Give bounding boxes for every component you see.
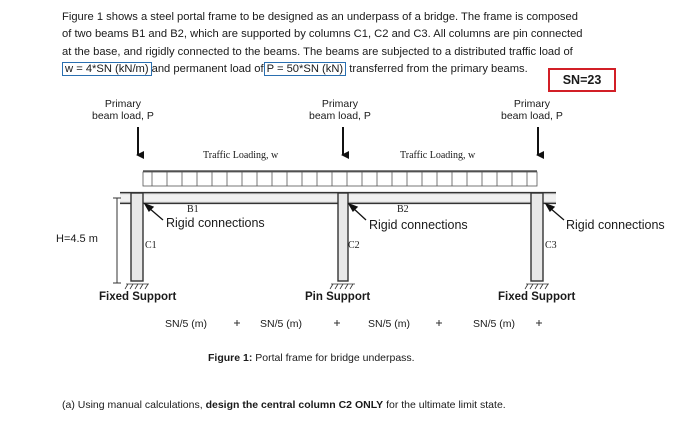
span-label-3: SN/5 (m) xyxy=(368,318,410,330)
column-c3 xyxy=(530,192,544,282)
support-label-left: Fixed Support xyxy=(99,291,177,303)
support-label-center: Pin Support xyxy=(305,291,371,303)
column-label-c2: C2 xyxy=(348,240,360,251)
primary-label-line2: beam load, P xyxy=(501,110,563,122)
rigid-connections-label-2: Rigid connections xyxy=(369,218,468,232)
span-label-2: SN/5 (m) xyxy=(260,318,302,330)
sn-value-box: SN=23 xyxy=(548,68,616,92)
support-hatch-left xyxy=(124,283,149,290)
height-dimension xyxy=(113,197,121,284)
traffic-loading-label-b2: Traffic Loading, w xyxy=(400,150,476,161)
intro-line-2: of two beams B1 and B2, which are suppor… xyxy=(62,28,583,41)
primary-label-line2: beam load, P xyxy=(309,110,371,122)
support-hatch-center xyxy=(329,283,355,290)
support-hatch-right xyxy=(524,283,549,290)
primary-load-label-left: Primary beam load, P xyxy=(92,98,154,122)
support-label-right: Fixed Support xyxy=(498,291,576,303)
w-load-box: w = 4*SN (kN/m) xyxy=(62,62,152,77)
intro-line-1: Figure 1 shows a steel portal frame to b… xyxy=(62,11,578,23)
part-a-prefix: (a) Using manual calculations, xyxy=(62,399,206,411)
rigid-connections-label-1: Rigid connections xyxy=(166,216,265,230)
rigid-connection-arrows xyxy=(143,202,565,221)
column-c2 xyxy=(337,192,349,282)
caption-text: Portal frame for bridge underpass. xyxy=(252,352,415,364)
question-part-a: (a) Using manual calculations, design th… xyxy=(62,399,506,411)
traffic-loading-label-b1: Traffic Loading, w xyxy=(203,150,279,161)
beam-label-b1: B1 xyxy=(187,204,199,215)
height-label: H=4.5 m xyxy=(56,233,98,245)
primary-load-label-center: Primary beam load, P xyxy=(309,98,371,122)
span-label-4: SN/5 (m) xyxy=(473,318,515,330)
primary-label-line2: beam load, P xyxy=(92,110,154,122)
part-a-suffix: for the ultimate limit state. xyxy=(383,399,506,411)
problem-statement: Figure 1 shows a steel portal frame to b… xyxy=(62,9,622,79)
column-c1 xyxy=(130,192,144,282)
primary-label-line1: Primary xyxy=(104,98,142,110)
intro-tail-text: transferred from the primary beams. xyxy=(349,63,528,76)
caption-label: Figure 1: xyxy=(208,352,253,364)
primary-label-line1: Primary xyxy=(513,98,551,110)
column-label-c1: C1 xyxy=(145,240,157,251)
beam-label-b2: B2 xyxy=(397,204,409,215)
p-load-box: P = 50*SN (kN) xyxy=(263,62,347,77)
column-label-c3: C3 xyxy=(545,240,557,251)
figure-caption: Figure 1: Portal frame for bridge underp… xyxy=(208,352,415,364)
intro-and-text: and permanent load of xyxy=(151,63,264,76)
intro-line-3: at the base, and rigidly connected to th… xyxy=(62,45,573,58)
part-a-bold: design the central column C2 ONLY xyxy=(205,399,384,411)
span-label-1: SN/5 (m) xyxy=(165,318,207,330)
primary-load-label-right: Primary beam load, P xyxy=(501,98,563,122)
primary-label-line1: Primary xyxy=(321,98,359,110)
distributed-load xyxy=(142,170,538,187)
span-dimension-ticks xyxy=(234,320,542,326)
rigid-connections-label-3: Rigid connections xyxy=(566,218,665,232)
